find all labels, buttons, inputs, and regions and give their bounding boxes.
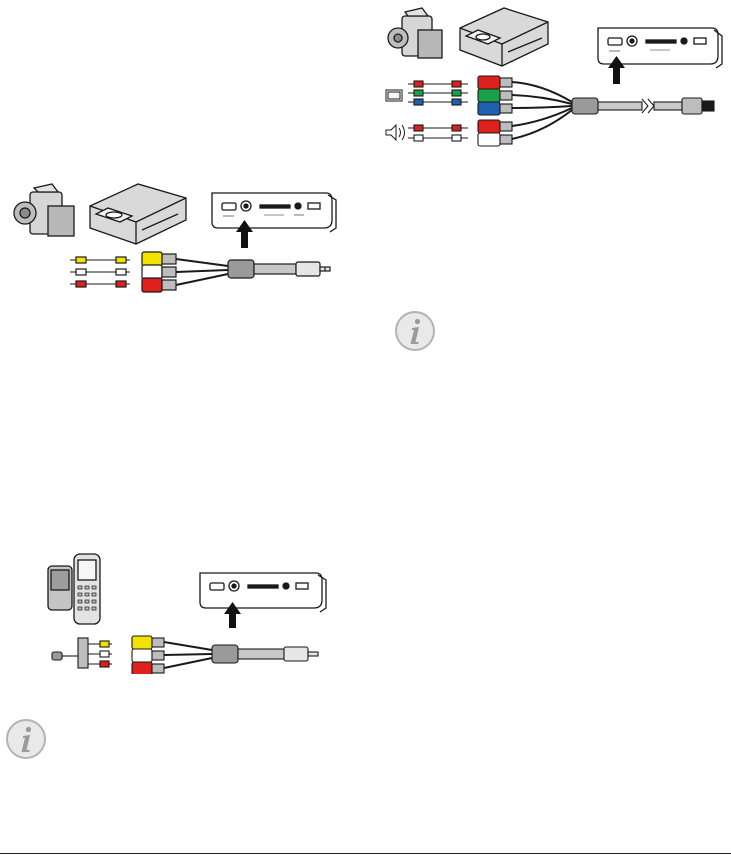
speaker-icon [386,125,405,140]
dvd-player-icon [90,184,186,244]
mobile-device-connection-figure [28,548,348,674]
adapter-cable-icon [52,636,318,674]
mobile-phone-icon [74,554,100,624]
camcorder-icon [14,184,74,236]
page-footer-rule [0,853,731,854]
composite-cable-icon [70,252,330,292]
component-video-connection-figure [372,4,727,154]
composite-av-connection-figure [8,178,348,298]
media-player-icon [48,566,72,610]
info-icon [393,309,437,353]
tv-icon [386,90,402,101]
info-icon [4,717,48,761]
dvd-player-icon [460,8,548,66]
component-cable-icon [408,76,714,146]
projector-icon [212,193,336,232]
projector-icon [200,573,326,612]
camcorder-icon [388,8,442,58]
